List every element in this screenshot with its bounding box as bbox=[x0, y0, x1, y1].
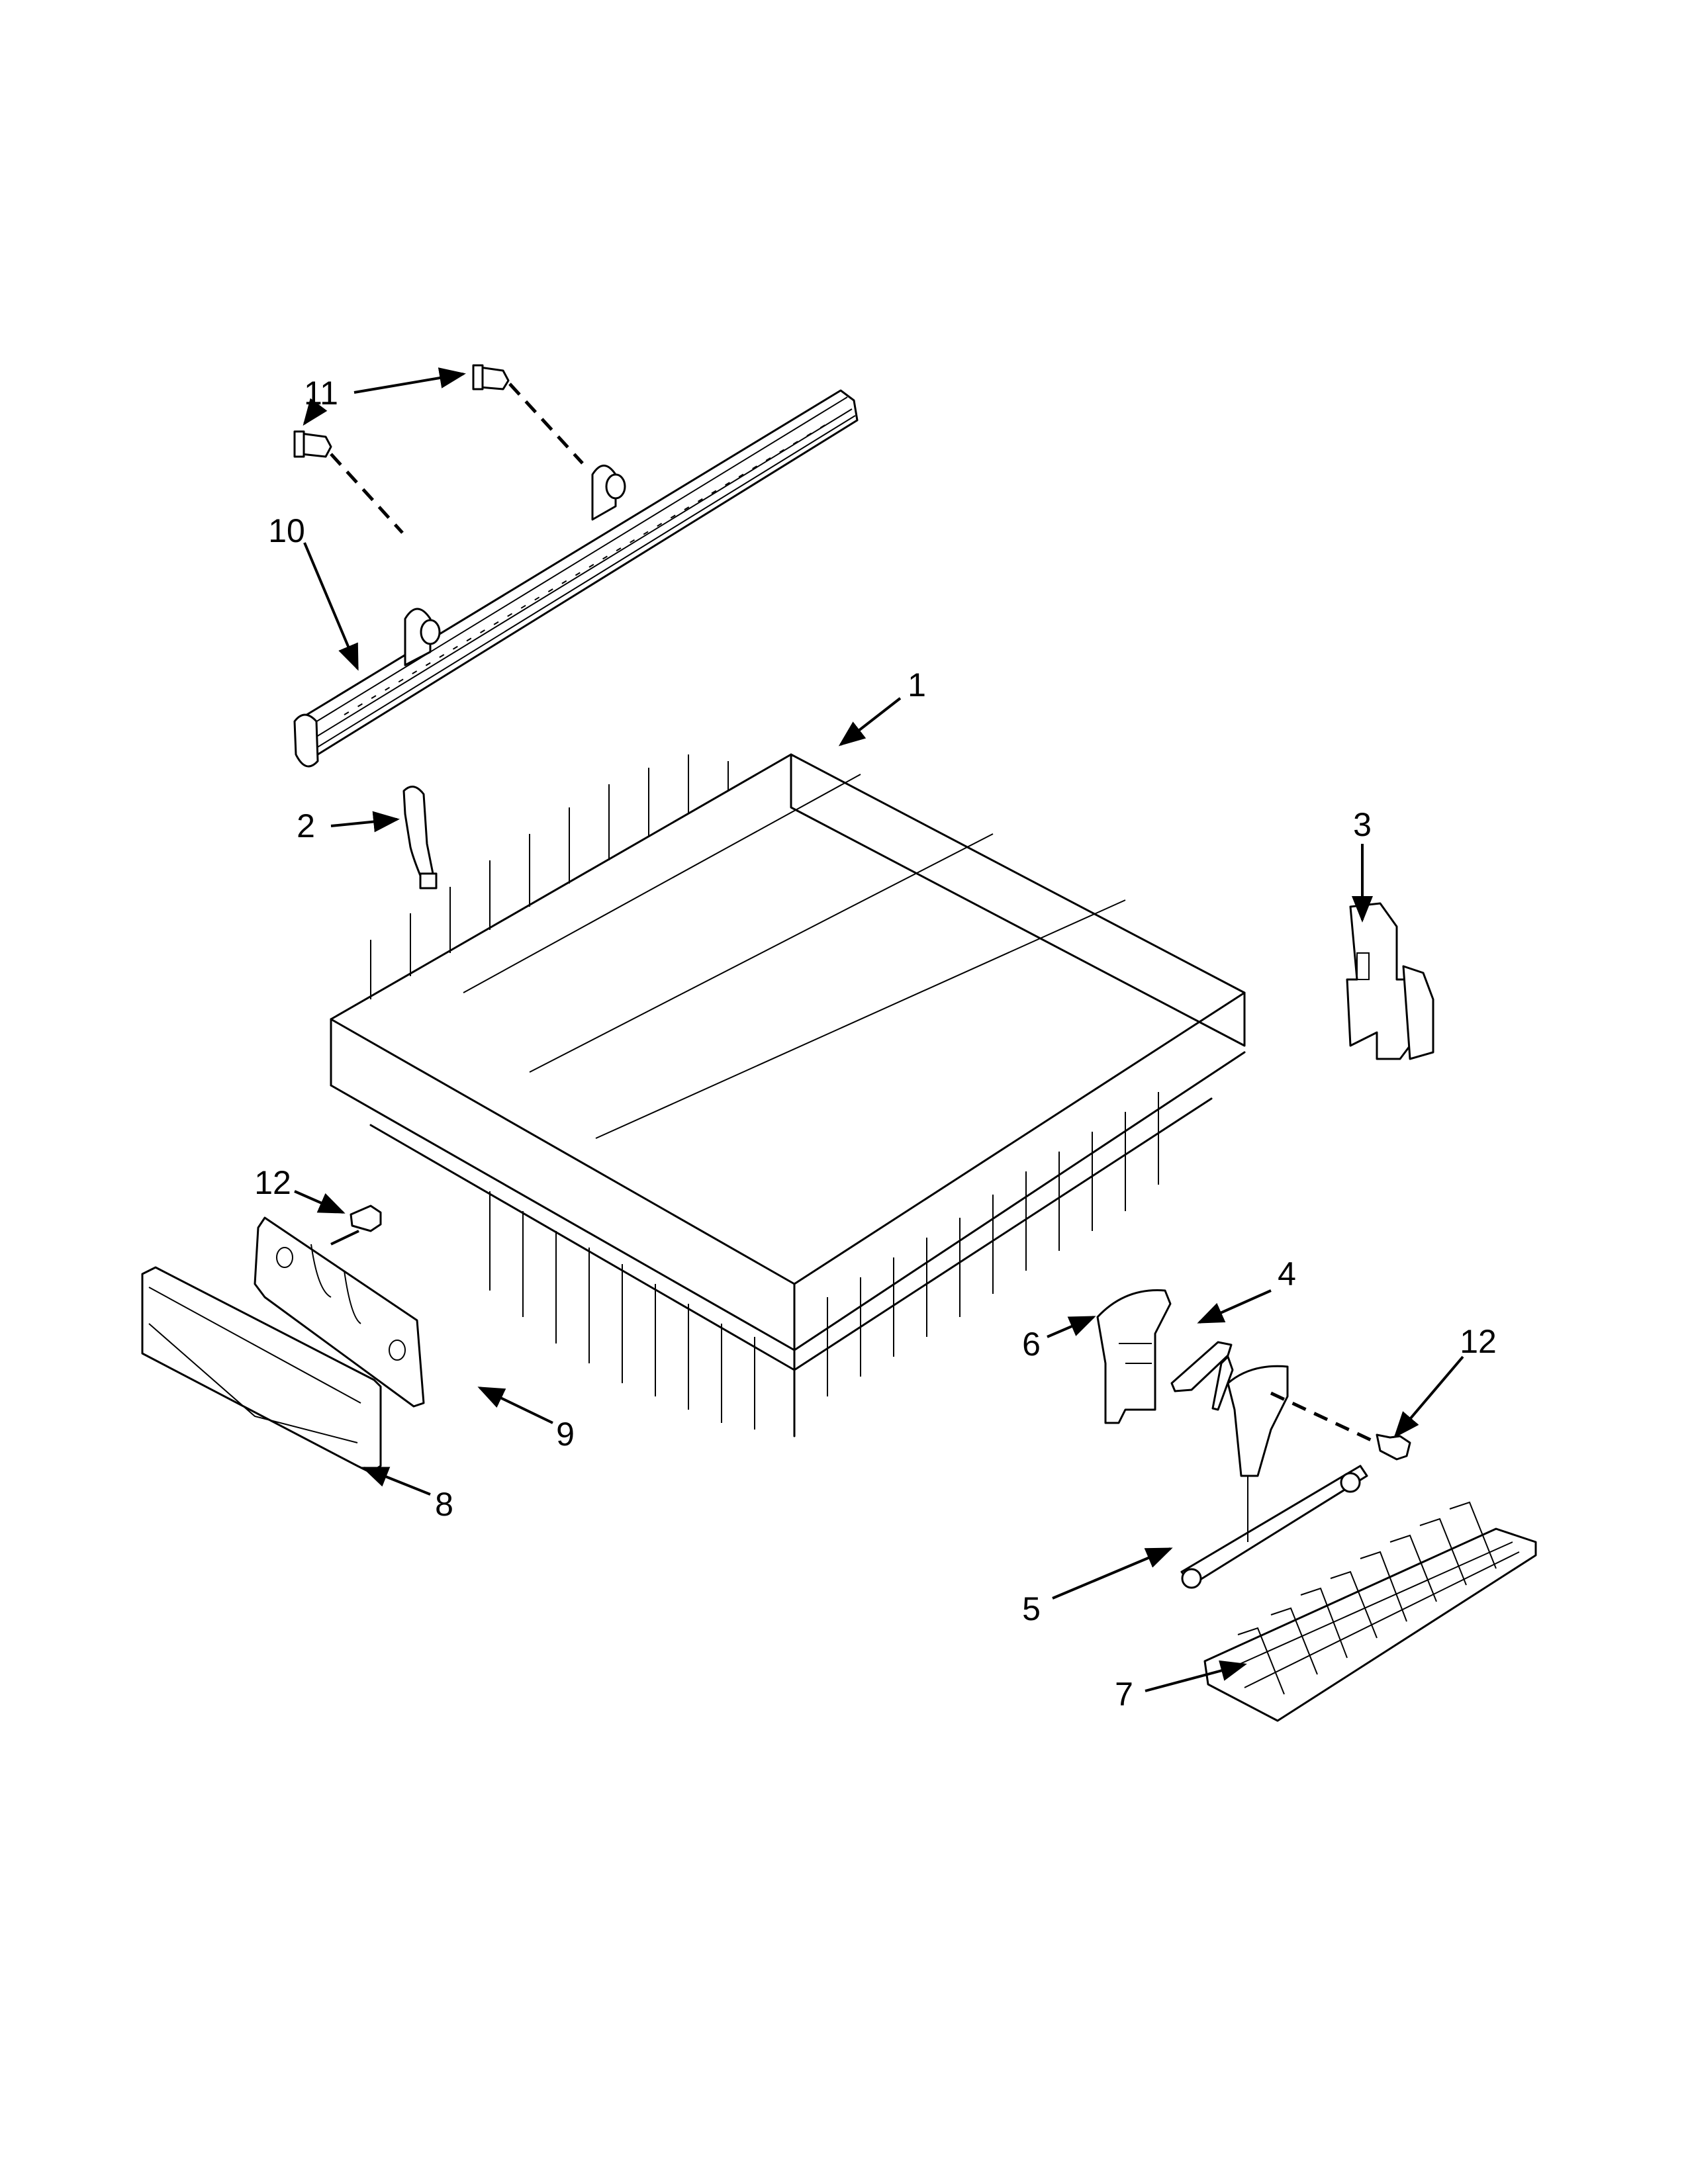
leader-2 bbox=[330, 811, 400, 833]
part-10-slide-rail[interactable] bbox=[293, 389, 859, 768]
leader-6 bbox=[1047, 1316, 1096, 1338]
callout-12-left: 12 bbox=[254, 1164, 291, 1201]
part-7-cup-shelf[interactable] bbox=[1203, 1501, 1537, 1722]
leader-9 bbox=[477, 1387, 553, 1424]
callout-12-right: 12 bbox=[1460, 1323, 1497, 1360]
callout-4: 4 bbox=[1278, 1255, 1296, 1293]
leader-4 bbox=[1197, 1289, 1272, 1324]
part-1-upper-dish-rack[interactable] bbox=[330, 753, 1246, 1437]
part-12-screw-left[interactable] bbox=[350, 1205, 382, 1232]
part-6-adjuster-housing[interactable] bbox=[1096, 1289, 1172, 1424]
callout-11: 11 bbox=[304, 375, 338, 412]
leader-11a bbox=[353, 367, 466, 394]
part-8-handle-cover[interactable] bbox=[141, 1266, 382, 1474]
leader-12b bbox=[1393, 1355, 1464, 1439]
callout-1: 1 bbox=[908, 666, 926, 704]
callout-3: 3 bbox=[1353, 806, 1372, 843]
callout-5: 5 bbox=[1022, 1590, 1041, 1627]
screw-alignment-line bbox=[1270, 1391, 1378, 1445]
part-11-screw-lower[interactable] bbox=[293, 430, 332, 458]
leader-12a bbox=[294, 1190, 346, 1214]
screw-alignment-line bbox=[508, 383, 584, 465]
leader-7 bbox=[1145, 1660, 1247, 1692]
leader-arrows bbox=[294, 367, 1464, 1692]
screw-alignment-line bbox=[330, 1230, 359, 1246]
part-9-rack-handle[interactable] bbox=[254, 1216, 425, 1408]
leader-10 bbox=[303, 542, 359, 671]
part-12-screw-right[interactable] bbox=[1376, 1433, 1411, 1461]
callout-7: 7 bbox=[1115, 1676, 1133, 1713]
leader-5 bbox=[1052, 1547, 1173, 1600]
callout-10: 10 bbox=[268, 512, 305, 549]
callout-9: 9 bbox=[556, 1416, 575, 1453]
screw-alignment-line bbox=[330, 453, 404, 534]
leader-8 bbox=[361, 1467, 431, 1496]
leader-11b bbox=[303, 398, 328, 426]
part-2-rack-stop-clip[interactable] bbox=[402, 786, 438, 889]
part-5-adjuster-arm[interactable] bbox=[1180, 1365, 1368, 1589]
leader-1 bbox=[838, 697, 902, 747]
part-11-screw-upper[interactable] bbox=[472, 364, 510, 390]
callout-2: 2 bbox=[297, 807, 315, 844]
part-4-adjuster-lever[interactable] bbox=[1170, 1341, 1234, 1411]
callout-8: 8 bbox=[435, 1486, 453, 1523]
callout-6: 6 bbox=[1022, 1326, 1041, 1363]
part-3-rack-adjuster[interactable] bbox=[1346, 902, 1434, 1060]
